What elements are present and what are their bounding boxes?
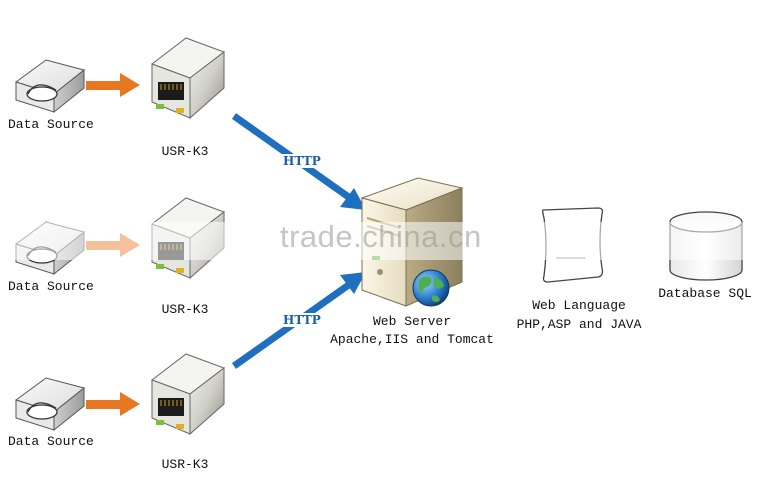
source-arrow-3 [86,392,140,416]
usr-k3-label-2: USR-K3 [161,302,209,317]
usr-k3-module-icon-1 [150,37,226,120]
http-label-top: HTTP [281,154,323,168]
database-label: Database SQL [658,286,752,301]
data-source-icon-1 [14,59,86,114]
source-arrow-1 [86,73,140,97]
data-source-label-2: Data Source [8,279,94,294]
usr-k3-module-icon-3 [150,353,226,436]
http-label-bottom: HTTP [281,313,323,327]
watermark-text: trade.china.cn [280,219,482,254]
web-server-software-label: Apache,IIS and Tomcat [330,332,494,347]
usr-k3-label-3: USR-K3 [161,457,209,472]
globe-icon [412,269,450,307]
web-language-list-label: PHP,ASP and JAVA [516,317,642,332]
watermark-band [0,222,760,260]
data-source-label-1: Data Source [8,117,94,132]
data-source-icon-3 [14,377,86,432]
data-source-label-3: Data Source [8,434,94,449]
web-language-label: Web Language [532,298,626,313]
usr-k3-label-1: USR-K3 [161,144,209,159]
web-server-label: Web Server [372,314,452,329]
